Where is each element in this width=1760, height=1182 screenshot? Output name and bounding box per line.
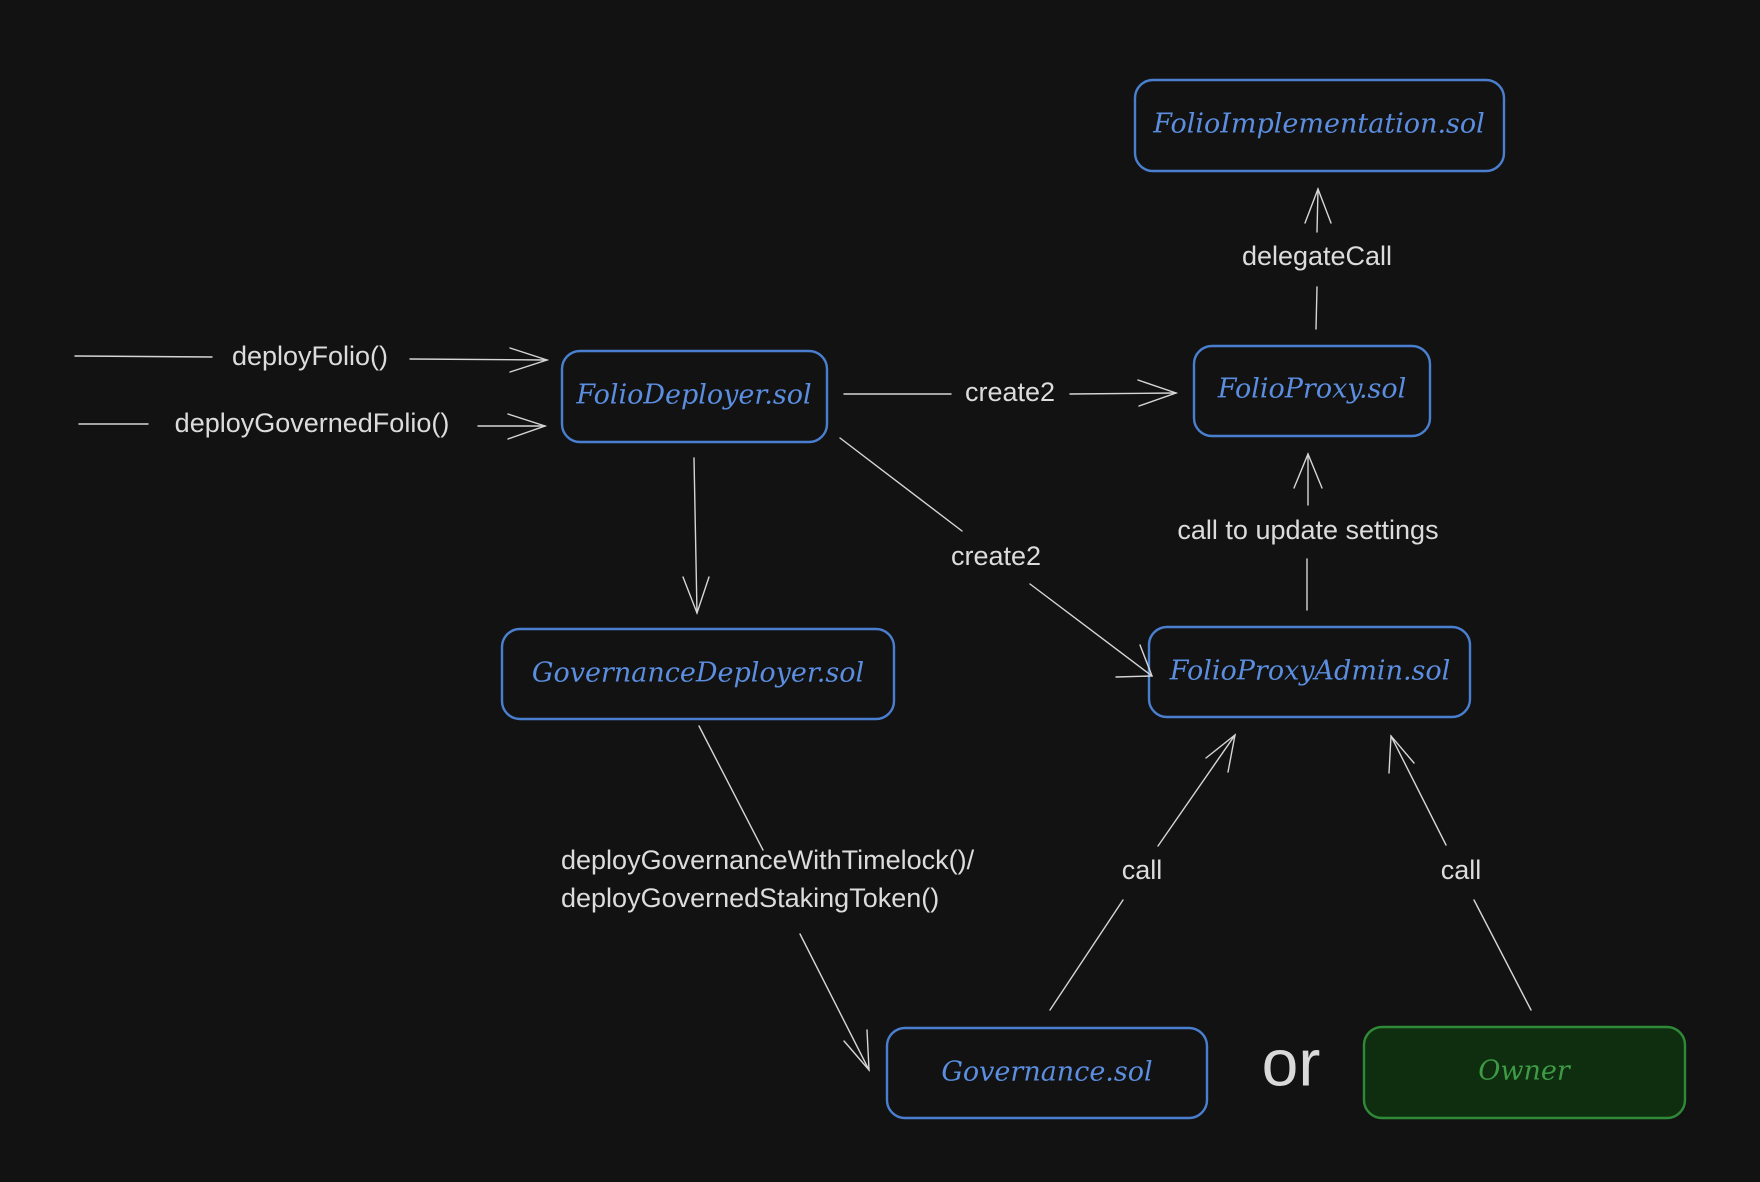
- node-folio-deployer: FolioDeployer.sol: [560, 349, 829, 444]
- edge-deploy-governance: deployGovernanceWithTimelock()/ deployGo…: [561, 725, 975, 1073]
- node-governance-label: Governance.sol: [941, 1057, 1152, 1088]
- edge-create2-admin-label: create2: [951, 541, 1041, 571]
- edge-call-owner: call: [1388, 734, 1532, 1011]
- node-folio-implementation: FolioImplementation.sol: [1133, 78, 1506, 173]
- edge-deploy-governance-label-line2: deployGovernedStakingToken(): [561, 883, 939, 913]
- edge-create2-proxy: create2: [843, 377, 1179, 407]
- node-governance: Governance.sol: [885, 1026, 1209, 1120]
- edge-call-governance: call: [1049, 733, 1237, 1011]
- node-owner-label: Owner: [1478, 1056, 1572, 1087]
- edge-deploy-governance-label-line1: deployGovernanceWithTimelock()/: [561, 845, 975, 875]
- or-separator: or: [1262, 1025, 1321, 1099]
- edge-deploy-folio: deployFolio(): [74, 341, 550, 373]
- node-governance-deployer: GovernanceDeployer.sol: [500, 627, 896, 721]
- edge-delegate-call-label: delegateCall: [1242, 241, 1392, 271]
- node-governance-deployer-label: GovernanceDeployer.sol: [532, 658, 864, 689]
- node-folio-proxy-admin-label: FolioProxyAdmin.sol: [1169, 656, 1451, 687]
- edge-deploy-governed-folio: deployGovernedFolio(): [78, 408, 548, 440]
- edge-delegate-call: delegateCall: [1242, 187, 1392, 330]
- edge-call-owner-label: call: [1441, 855, 1482, 885]
- node-folio-proxy-admin: FolioProxyAdmin.sol: [1147, 625, 1472, 719]
- edge-update-settings: call to update settings: [1177, 452, 1439, 611]
- edge-update-settings-label: call to update settings: [1177, 515, 1438, 545]
- edge-deploy-governed-folio-label: deployGovernedFolio(): [175, 408, 450, 438]
- node-folio-deployer-label: FolioDeployer.sol: [575, 380, 811, 411]
- edge-create2-admin: create2: [839, 437, 1154, 678]
- edge-deploy-folio-label: deployFolio(): [232, 341, 388, 371]
- edge-deployer-to-governance-deployer: [682, 457, 710, 616]
- edge-create2-proxy-label: create2: [965, 377, 1055, 407]
- edge-call-governance-label: call: [1122, 855, 1163, 885]
- node-folio-proxy-label: FolioProxy.sol: [1217, 374, 1407, 405]
- node-folio-implementation-label: FolioImplementation.sol: [1152, 109, 1485, 140]
- node-folio-proxy: FolioProxy.sol: [1192, 344, 1432, 438]
- node-owner: Owner: [1362, 1025, 1687, 1120]
